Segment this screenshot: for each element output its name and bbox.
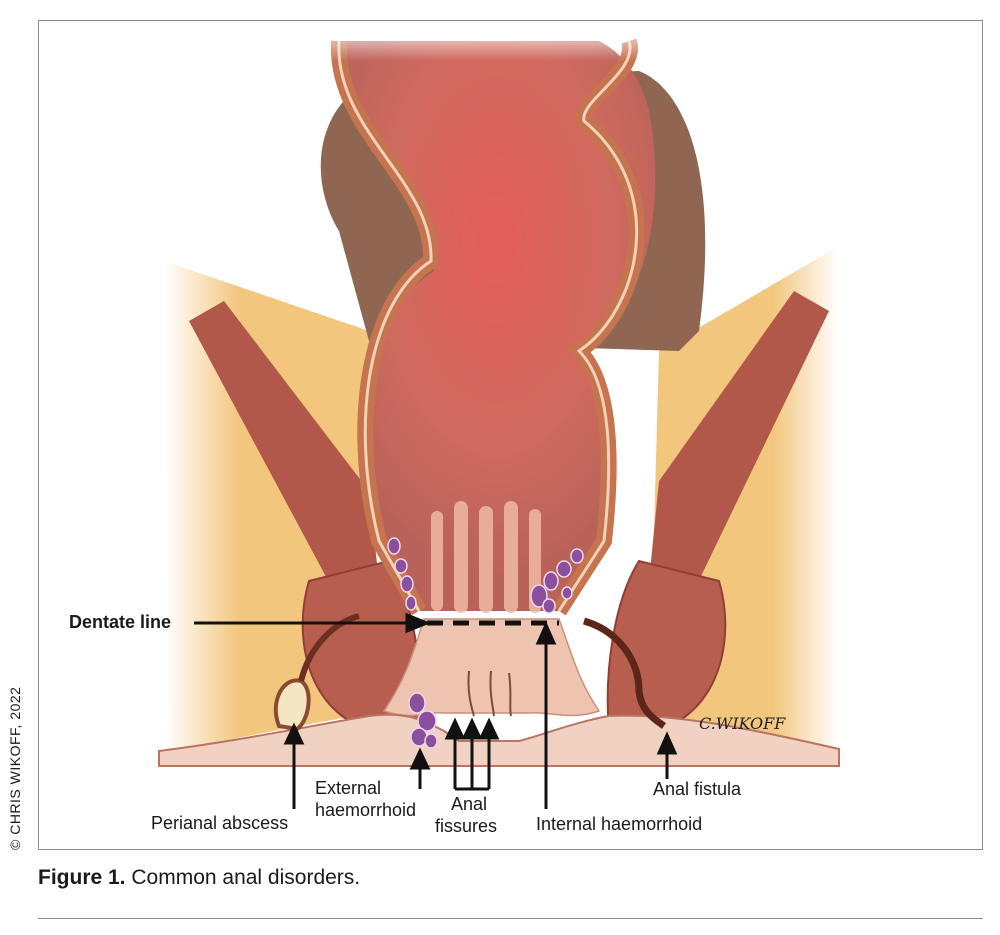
internal-haemorrhoid-graphic xyxy=(530,548,584,614)
label-anal-fissures-line2: fissures xyxy=(435,816,498,836)
anal-columns xyxy=(431,501,541,613)
label-internal-haemorrhoid: Internal haemorrhoid xyxy=(536,814,703,834)
label-anal-fistula: Anal fistula xyxy=(653,779,742,799)
caption-text: Common anal disorders. xyxy=(125,866,361,889)
perianal-abscess-graphic xyxy=(273,613,360,732)
pointer-arrows xyxy=(194,612,678,809)
levator-right xyxy=(649,291,829,601)
label-dentate-line: Dentate line xyxy=(69,612,172,632)
figure-frame: C.WIKOFF xyxy=(38,20,983,850)
anal-fistula-graphic xyxy=(582,617,667,729)
label-anal-fissures-line1: Anal xyxy=(451,794,488,814)
caption-label: Figure 1. xyxy=(38,866,126,889)
label-perianal-abscess: Perianal abscess xyxy=(151,813,289,833)
left-vessel-cluster xyxy=(387,537,417,611)
copyright-notice: © CHRIS WIKOFF, 2022 xyxy=(7,686,23,850)
external-haemorrhoid-graphic xyxy=(408,692,438,749)
artist-signature: C.WIKOFF xyxy=(699,714,786,733)
label-external-haemorrhoid-line1: External xyxy=(315,778,382,798)
anorectal-illustration: C.WIKOFF xyxy=(158,21,840,809)
fissure-folds xyxy=(467,670,512,717)
rectum xyxy=(338,41,656,611)
levator-left xyxy=(189,301,379,601)
label-external-haemorrhoid-line2: haemorrhoid xyxy=(315,800,417,820)
figure-caption: Figure 1. Common anal disorders. xyxy=(38,866,360,890)
bottom-rule xyxy=(38,918,983,919)
